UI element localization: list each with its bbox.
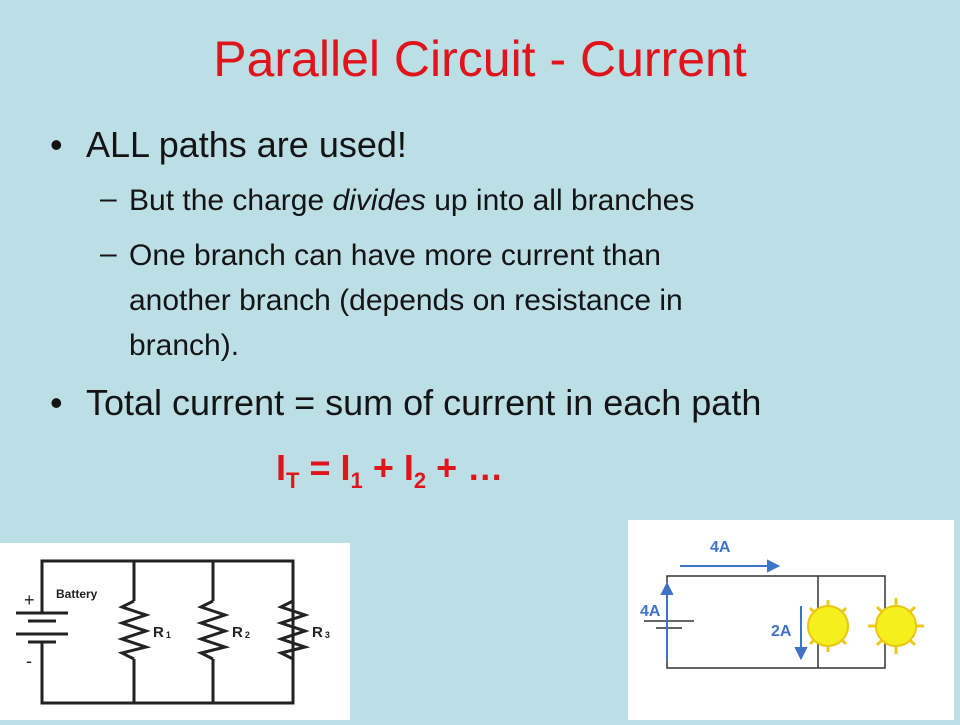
resistor-1-icon — [117, 599, 152, 661]
sub-bullet-charge-divides: But the charge divides up into all branc… — [129, 178, 694, 223]
sub1-emphasis: divides — [332, 184, 426, 217]
arrow-top-icon — [680, 559, 781, 573]
resistor-2-icon — [196, 599, 231, 661]
current-formula: IT = I1 + I2 + … — [276, 447, 504, 493]
sub2-line-3: branch). — [129, 329, 240, 362]
current-split-diagram: 4A 4A 2A — [628, 520, 954, 720]
sub1-before: But the charge — [129, 184, 333, 217]
arrow-left-icon — [660, 581, 674, 660]
bullet-all-paths: ALL paths are used! — [86, 124, 407, 165]
dash-marker: – — [100, 237, 117, 270]
dash-marker: – — [100, 182, 117, 215]
branch-current-label: 2A — [771, 623, 792, 640]
sub-bullet-branch-current: One branch can have more current than an… — [129, 233, 683, 368]
battery-icon — [644, 620, 694, 640]
battery-plus: + — [24, 590, 35, 610]
bulb-1-icon — [807, 600, 849, 652]
bullet-marker: • — [50, 124, 63, 165]
slide-title: Parallel Circuit - Current — [213, 31, 747, 87]
bullet-total-current: Total current = sum of current in each p… — [86, 382, 762, 423]
bullet-marker: • — [50, 382, 63, 423]
sub1-after: up into all branches — [425, 184, 695, 217]
resistor-3-icon — [276, 599, 311, 661]
sub2-line-1: One branch can have more current than — [129, 239, 661, 272]
left-current-label: 4A — [640, 603, 661, 620]
arrow-branch-icon — [794, 606, 808, 661]
battery-icon — [16, 588, 68, 667]
battery-minus: - — [26, 651, 32, 671]
bulb-2-icon — [868, 598, 924, 654]
current-diagram-svg: 4A 4A 2A — [640, 539, 924, 669]
sub2-line-2: another branch (depends on resistance in — [129, 284, 683, 317]
battery-label: Battery — [56, 587, 98, 601]
top-current-label: 4A — [710, 539, 731, 556]
